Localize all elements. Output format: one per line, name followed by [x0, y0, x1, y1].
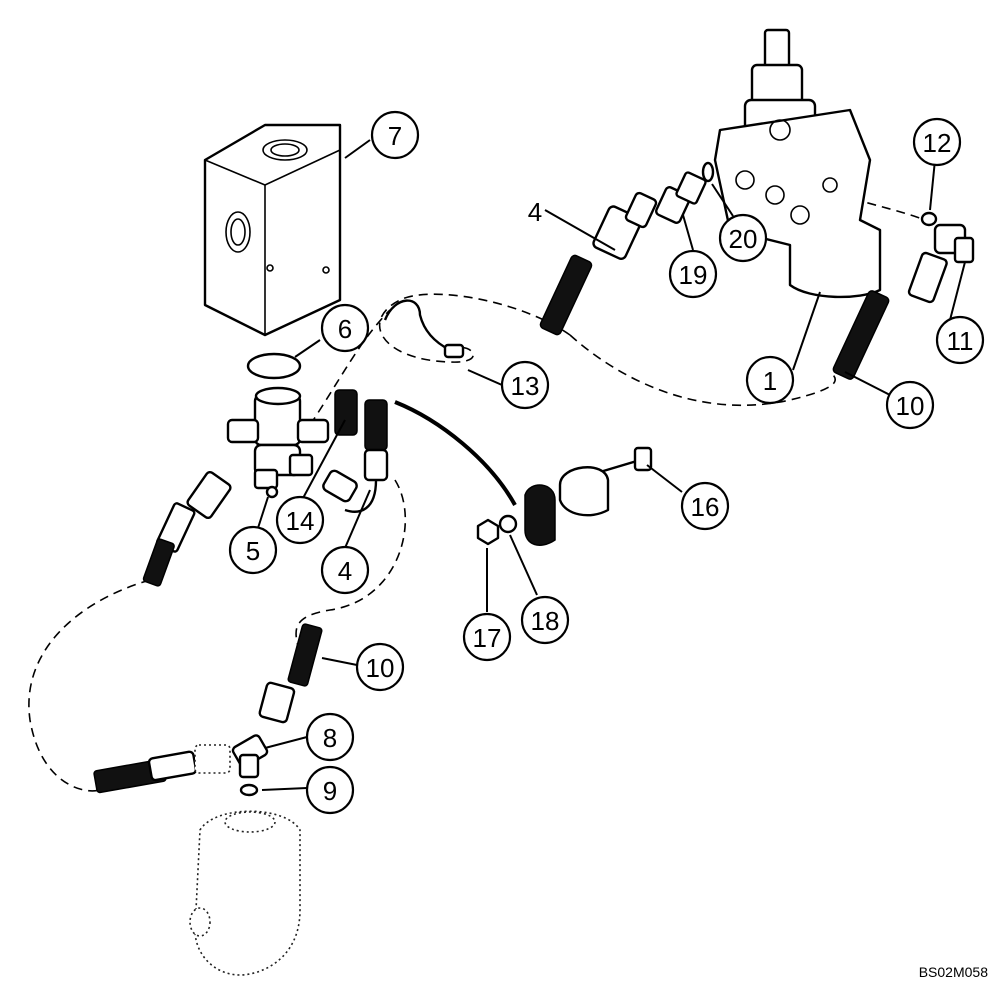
- pump-outline: [189, 810, 301, 976]
- callout-13: 13: [500, 360, 550, 410]
- callout-12: 12: [912, 117, 962, 167]
- hose-clamp-assembly-part: [322, 389, 389, 513]
- small-o-ring-part: [701, 161, 715, 183]
- svg-text:5: 5: [246, 536, 260, 566]
- upper-hose-part: [539, 191, 658, 336]
- lower-hose-part: [258, 623, 323, 724]
- callout-11: 11: [935, 315, 985, 365]
- black-hose-line: [394, 400, 517, 506]
- svg-text:19: 19: [679, 260, 708, 290]
- svg-text:4: 4: [338, 556, 352, 586]
- left-hose-part: [142, 470, 232, 587]
- callout-20: 20: [718, 213, 768, 263]
- callout-1: 1: [745, 355, 795, 405]
- bolt-part: [599, 446, 653, 474]
- svg-text:11: 11: [947, 326, 974, 356]
- callout-18: 18: [520, 595, 570, 645]
- svg-text:1: 1: [763, 366, 777, 396]
- svg-text:8: 8: [323, 723, 337, 753]
- svg-text:13: 13: [511, 371, 540, 401]
- adapter-fitting-part: [654, 171, 707, 224]
- right-hose-part: [832, 251, 948, 380]
- svg-text:7: 7: [388, 121, 402, 151]
- callout-8: 8: [305, 712, 355, 762]
- nut-part: [476, 518, 500, 546]
- svg-text:18: 18: [531, 606, 560, 636]
- callout-5: 5: [228, 525, 278, 575]
- left-lower-hose-part: [93, 744, 231, 794]
- svg-text:10: 10: [896, 391, 925, 421]
- callout-16: 16: [680, 481, 730, 531]
- clamp-halves-part: [524, 466, 610, 546]
- lower-o-ring-part: [239, 783, 259, 797]
- elbow-o-ring-part: [920, 211, 938, 227]
- callout-17: 17: [462, 612, 512, 662]
- leader-lines: [257, 139, 966, 791]
- callout-10-right: 10: [885, 380, 935, 430]
- svg-text:14: 14: [286, 506, 315, 536]
- svg-text:16: 16: [691, 492, 720, 522]
- callout-7: 7: [370, 110, 420, 160]
- clamp-strap-part: [383, 299, 465, 359]
- fitting-tee-part: [226, 386, 330, 499]
- callout-10-lower: 10: [355, 642, 405, 692]
- callout-19: 19: [668, 249, 718, 299]
- callout-4-upper: 4: [528, 197, 542, 227]
- hose-routing-lines: [28, 184, 926, 792]
- svg-text:9: 9: [323, 776, 337, 806]
- elbow-lower-part: [231, 734, 269, 779]
- svg-text:4: 4: [528, 197, 542, 227]
- svg-text:10: 10: [366, 653, 395, 683]
- o-ring-part: [246, 352, 302, 380]
- steering-unit-part: [713, 28, 882, 299]
- callout-9: 9: [305, 765, 355, 815]
- svg-text:17: 17: [473, 623, 502, 653]
- elbow-fitting-part: [933, 223, 975, 264]
- washer-part: [498, 514, 518, 534]
- callout-6: 6: [320, 303, 370, 353]
- callout-14: 14: [275, 495, 325, 545]
- svg-text:20: 20: [729, 224, 758, 254]
- valve-block-part: [203, 123, 342, 337]
- svg-text:12: 12: [923, 128, 952, 158]
- svg-text:6: 6: [338, 314, 352, 344]
- drawing-code-label: BS02M058: [918, 964, 988, 980]
- callout-4-lower: 4: [320, 545, 370, 595]
